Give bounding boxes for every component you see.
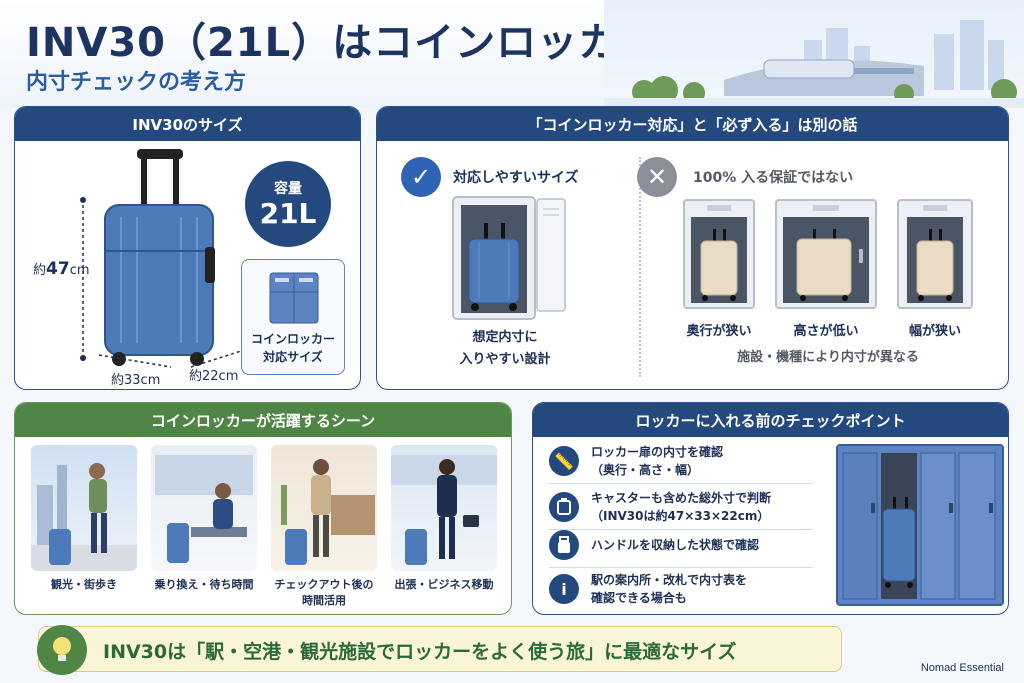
checkpoint-item: i 駅の案内所・改札で内寸表を確認できる場合も [549, 569, 827, 609]
scene-checkout-image [271, 445, 377, 571]
section-divider [639, 157, 641, 377]
locker-row-illustration [836, 444, 1004, 606]
height-dimension-line [80, 197, 86, 361]
suitcase-illustration [104, 149, 215, 366]
checkpoint-divider [549, 483, 813, 484]
checkpoint-item: キャスターも含めた総外寸で判断（INV30は約47×33×22cm） [549, 487, 827, 527]
compare-panel-heading: 「コインロッカー対応」と「必ず入る」は別の話 [377, 107, 1008, 141]
brand-name: Nomad Essential [920, 662, 1004, 674]
check-icon: ✓ [401, 157, 441, 197]
size-panel-heading: INV30のサイズ [15, 107, 360, 141]
shallow-locker-illustration [683, 199, 755, 309]
ng-title: 100% 入る保証ではない [693, 170, 854, 186]
width-label: 約33cm [111, 373, 161, 388]
ruler-icon: 📏 [549, 446, 579, 476]
ng-item-width: 幅が狭い [908, 324, 961, 339]
compare-panel: 「コインロッカー対応」と「必ず入る」は別の話 ✓ 対応しやすいサイズ 想定内寸に… [376, 106, 1009, 390]
check-panel-heading: ロッカーに入れる前のチェックポイント [533, 403, 1008, 437]
scene-label-waiting: 乗り換え・待ち時間 [154, 578, 254, 591]
ok-title: 対応しやすいサイズ [453, 170, 579, 186]
suitcase-icon [549, 492, 579, 522]
locker-size-label-1: コインロッカー [250, 332, 335, 346]
footer-banner: INV30は「駅・空港・観光施設でロッカーをよく使う旅」に最適なサイズ [37, 625, 842, 675]
scene-panel-heading: コインロッカーが活躍するシーン [15, 403, 511, 437]
lightbulb-icon [37, 625, 87, 675]
ng-note: 施設・機種により内寸が異なる [737, 350, 919, 365]
checkpoint-item: 📏 ロッカー扉の内寸を確認（奥行・高さ・幅） [549, 441, 827, 481]
scene-sightseeing-image [31, 445, 137, 571]
footer-text: INV30は「駅・空港・観光施設でロッカーをよく使う旅」に最適なサイズ [103, 641, 737, 663]
ok-caption: 想定内寸に 入りやすい設計 [459, 330, 551, 367]
page-subtitle: 内寸チェックの考え方 [26, 70, 247, 95]
cross-icon: ✕ [637, 157, 677, 197]
scene-business-image [391, 445, 497, 571]
open-locker-with-suitcase [452, 196, 566, 320]
scene-waiting-image [151, 445, 257, 571]
locker-size-label-2: 対応サイズ [263, 350, 323, 364]
height-label: 約47cm [33, 259, 90, 279]
checkpoint-divider [549, 567, 813, 568]
scene-label-checkout: チェックアウト後の 時間活用 [274, 578, 374, 607]
header: INV30（21L）はコインロッカーに入る？ 内寸チェックの考え方 [0, 0, 1024, 108]
scene-label-business: 出張・ビジネス移動 [394, 578, 494, 591]
checkpoint-divider [549, 529, 813, 530]
ng-item-height: 高さが低い [793, 324, 859, 339]
narrow-locker-illustration [897, 199, 973, 309]
scene-label-sightseeing: 観光・街歩き [51, 578, 117, 591]
station-skyline-illustration [604, 0, 1024, 108]
check-panel: ロッカーに入れる前のチェックポイント 📏 ロッカー扉の内寸を確認（奥行・高さ・幅… [532, 402, 1009, 615]
ng-item-depth: 奥行が狭い [686, 324, 752, 339]
size-panel: INV30のサイズ 約47cm 約33cm 約22cm 容量 21L [14, 106, 361, 390]
depth-label: 約22cm [189, 369, 239, 384]
width-depth-dimension-lines [98, 350, 242, 368]
handle-icon [549, 530, 579, 560]
capacity-badge: 容量 21L [245, 161, 331, 247]
coin-locker-icon [269, 272, 319, 324]
checkpoint-item: ハンドルを収納した状態で確認 [549, 525, 827, 565]
low-height-locker-illustration [775, 199, 877, 309]
locker-size-card: コインロッカー 対応サイズ [241, 259, 345, 375]
scene-panel: コインロッカーが活躍するシーン 観光・街歩き 乗り換え・待ち時間 [14, 402, 512, 615]
info-icon: i [549, 574, 579, 604]
